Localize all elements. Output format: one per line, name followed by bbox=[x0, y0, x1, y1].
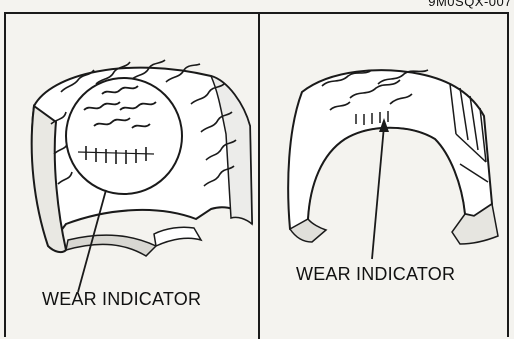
left-panel: WEAR INDICATOR bbox=[6, 14, 258, 339]
tire-illustration-right bbox=[260, 14, 509, 339]
wear-indicator-label-right: WEAR INDICATOR bbox=[296, 264, 455, 285]
right-panel: WEAR INDICATOR bbox=[260, 14, 509, 339]
figure-code: 9M0SQX-007 bbox=[428, 0, 512, 9]
leader-line-right bbox=[372, 126, 384, 259]
tire-left-bead bbox=[66, 235, 156, 256]
magnifier-circle bbox=[66, 78, 182, 194]
wear-indicator-label-left: WEAR INDICATOR bbox=[42, 289, 201, 310]
